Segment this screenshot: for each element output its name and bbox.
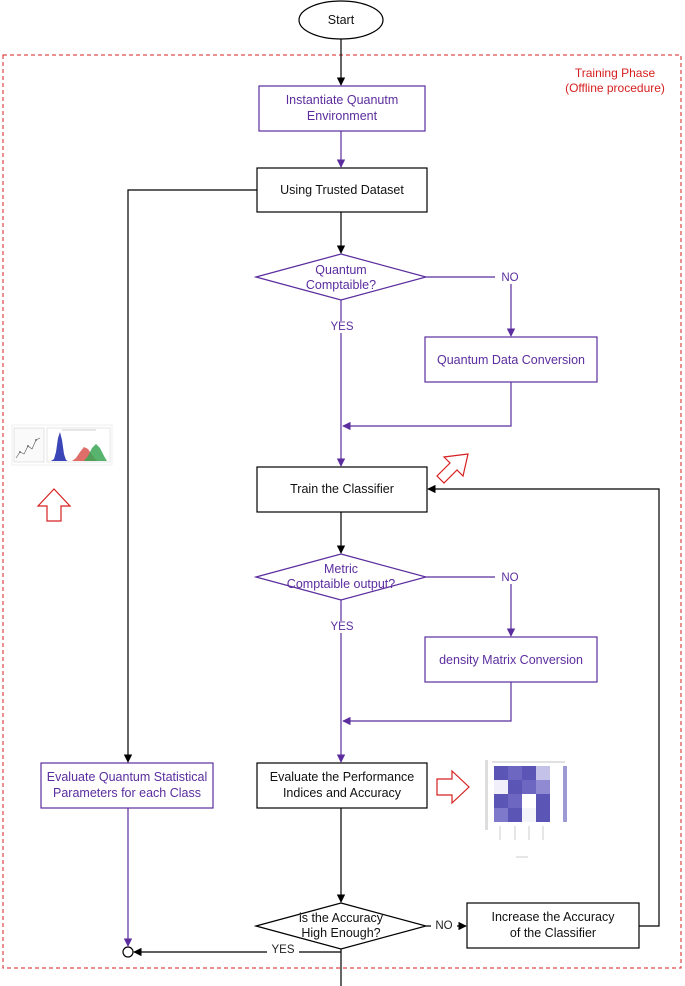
accuracy-decision-label-line2: High Enough?: [301, 926, 381, 940]
training-phase-subtitle: (Offline procedure): [565, 81, 665, 95]
connector-metric-no: [426, 576, 516, 637]
connector-increase-train: [427, 484, 660, 927]
instantiate-node[interactable]: [258, 85, 426, 132]
metric-no-label: NO: [495, 572, 525, 584]
metric-yes-label: YES: [326, 621, 358, 633]
density-conversion-node[interactable]: [424, 636, 598, 683]
quantum-conversion-label: Quantum Data Conversion: [437, 353, 585, 367]
training-phase-border: [2, 54, 682, 969]
quantum-yes-label: YES: [326, 321, 358, 333]
histogram-thumbnail: [11, 424, 113, 466]
hollow-up-arrow-icon: [36, 488, 72, 522]
density-conversion-label: density Matrix Conversion: [439, 653, 583, 667]
increase-accuracy-label-line2: of the Classifier: [509, 926, 597, 940]
evaluate-statistics-label-line1: Evaluate Quantum Statistical: [46, 770, 208, 784]
accuracy-decision-label-line1: is the Accuracy: [298, 911, 384, 925]
quantum-no-label: NO: [495, 272, 525, 284]
evaluate-performance-node[interactable]: [256, 762, 428, 809]
connector-density-merge: [342, 682, 512, 726]
metric-decision-label-line2: Comptaible output?: [286, 577, 396, 591]
histogram-green-distribution: [84, 444, 107, 461]
connector-conversion-merge: [342, 382, 512, 431]
hollow-right-arrow-icon: [436, 769, 470, 805]
accuracy-no-label: NO: [431, 920, 457, 932]
quantum-conversion-node[interactable]: [424, 336, 598, 383]
quantum-decision-label-line2: Comptaible?: [305, 278, 377, 292]
connector-quantum-no: [426, 276, 516, 337]
evaluate-performance-label-line1: Evaluate the Performance: [269, 770, 415, 784]
evaluate-statistics-label-line2: Parameters for each Class: [53, 786, 201, 800]
evaluate-statistics-node[interactable]: [40, 762, 214, 809]
connector-dataset-statistics: [123, 189, 257, 763]
dataset-node[interactable]: [256, 167, 428, 213]
accuracy-yes-label: YES: [267, 944, 299, 956]
end-node: [122, 946, 134, 958]
train-node[interactable]: [256, 466, 428, 513]
increase-accuracy-label-line1: Increase the Accuracy: [491, 910, 615, 924]
quantum-decision-label-line1: Quantum: [315, 263, 367, 277]
hollow-diagonal-arrow-icon: [436, 453, 469, 484]
start-label: Start: [327, 13, 355, 27]
histogram-blue-distribution: [51, 432, 68, 461]
dataset-label: Using Trusted Dataset: [280, 183, 404, 197]
instantiate-label-line1: Instantiate Quanutm: [285, 93, 399, 107]
train-label: Train the Classifier: [290, 482, 394, 496]
training-phase-title: Training Phase: [574, 66, 656, 80]
heatmap-thumbnail: [485, 760, 567, 858]
evaluate-performance-label-line2: Indices and Accuracy: [282, 786, 402, 800]
instantiate-label-line2: Environment: [306, 109, 378, 123]
metric-decision-label-line1: Metric: [323, 562, 359, 576]
